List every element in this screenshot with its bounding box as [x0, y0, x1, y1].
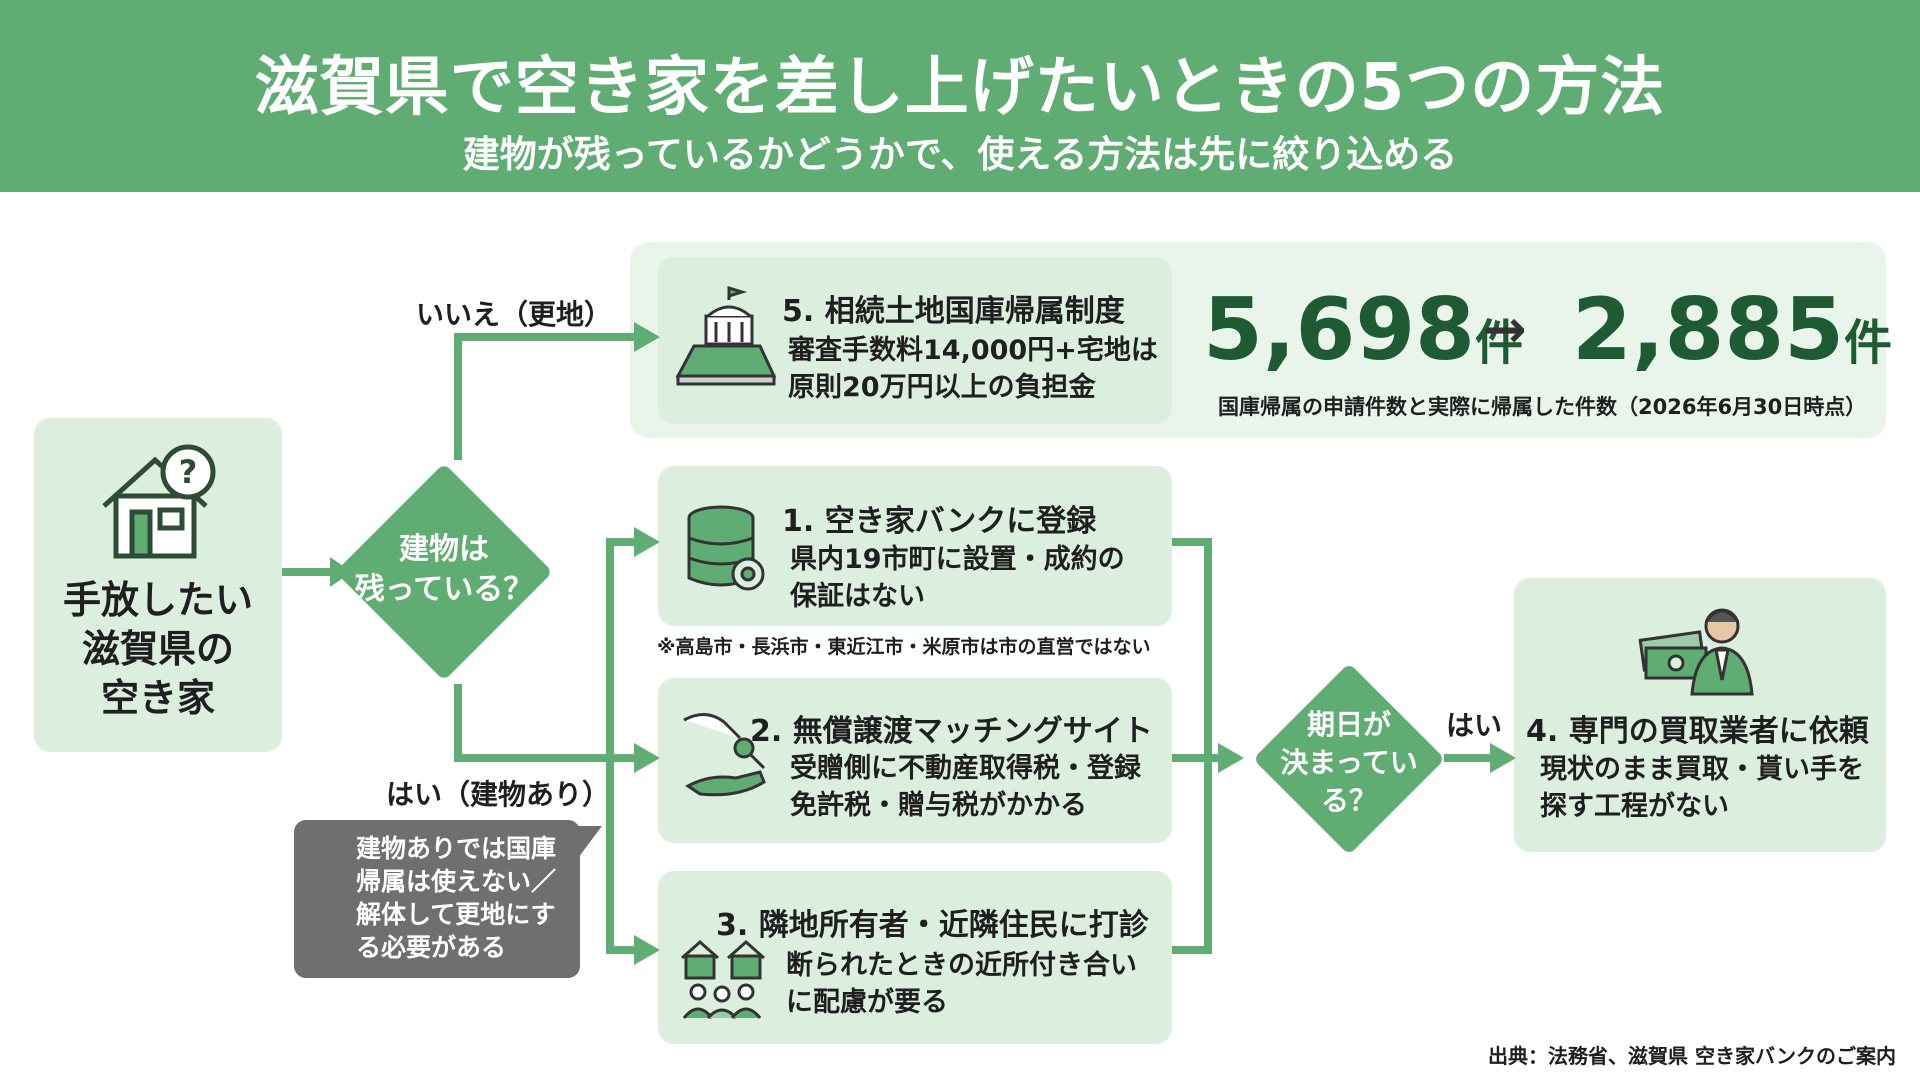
yes-branch-label: はい（建物あり） — [386, 778, 611, 811]
question-mark-glyph: ? — [179, 453, 198, 491]
method-1-title: 1. 空き家バンクに登録 — [782, 504, 1097, 539]
method-4-box — [1514, 578, 1886, 852]
government-land-icon — [675, 285, 777, 386]
start-label: 手放したい 滋賀県の 空き家 — [62, 578, 253, 720]
source-citation: 出典：法務省、滋賀県 空き家バンクのご案内 — [1488, 1044, 1896, 1068]
page-subtitle: 建物が残っているかどうかで、使える方法は先に絞り込める — [462, 133, 1458, 176]
start-box: 手放したい 滋賀県の 空き家 — [34, 418, 282, 752]
callout-text: 建物ありでは国庫 帰属は使えない／ 解体して更地にす る必要がある — [356, 834, 557, 962]
arrowhead — [634, 322, 660, 352]
no-branch-label: いいえ（更地） — [416, 298, 613, 331]
stat-approved-unit: 件 — [1844, 315, 1893, 371]
stat-applications: 5,698件 — [1203, 280, 1523, 380]
arrowhead — [634, 527, 660, 557]
stat-applications-value: 5,698 — [1203, 280, 1476, 380]
branch-to-method-1-line — [606, 538, 640, 758]
header-banner: 滋賀県で空き家を差し上げたいときの5つの方法 建物が残っているかどうかで、使える… — [0, 0, 1920, 192]
stat-arrow: → — [1483, 300, 1527, 360]
stat-applications-unit: 件 — [1475, 315, 1524, 371]
handshake-key-icon — [683, 713, 766, 797]
decision-deadline-text: 期日が 決まってい る？ — [1280, 708, 1418, 817]
warning-callout: 建物ありでは国庫 帰属は使えない／ 解体して更地にす る必要がある — [294, 820, 580, 978]
house-question-icon — [102, 444, 216, 559]
branch-to-method-3-line — [606, 758, 640, 954]
businessman-money-icon — [1638, 608, 1754, 696]
yes-branch-line — [454, 684, 640, 762]
neighbors-icon — [681, 939, 765, 1020]
method-5-title: 5. 相続土地国庫帰属制度 — [782, 294, 1125, 329]
decision-building-text: 建物は 残っている？ — [354, 532, 534, 607]
method-3-title: 3. 隣地所有者・近隣住民に打診 — [716, 908, 1149, 943]
method-4-desc: 現状のまま買取・貰い手を 探す工程がない — [1540, 754, 1864, 822]
database-gear-icon — [687, 505, 765, 591]
method-4-title: 4. 専門の買取業者に依頼 — [1526, 714, 1869, 749]
akiya-bank-note: ※高島市・長浜市・東近江市・米原市は市の直営ではない — [657, 636, 1151, 658]
method-2-title: 2. 無償譲渡マッチングサイト — [750, 714, 1153, 749]
method-2-desc: 受贈側に不動産取得税・登録 免許税・贈与税がかかる — [790, 753, 1141, 821]
arrowhead — [1490, 743, 1516, 773]
stat-approved: 2,885件 — [1572, 280, 1892, 380]
methods-merge-line — [1172, 538, 1212, 954]
method-1-desc: 県内19市町に設置・成約の 保証はない — [790, 544, 1125, 612]
arrowhead — [1218, 743, 1244, 773]
page-title: 滋賀県で空き家を差し上げたいときの5つの方法 — [254, 51, 1666, 125]
arrowhead — [634, 743, 660, 773]
arrowhead — [634, 935, 660, 965]
method-5-desc: 審査手数料14,000円+宅地は 原則20万円以上の負担金 — [788, 335, 1158, 403]
no-branch-line — [454, 333, 640, 460]
deadline-yes-label: はい — [1446, 709, 1503, 742]
stat-caption: 国庫帰属の申請件数と実際に帰属した件数（2026年6月30日時点） — [1218, 395, 1867, 419]
stat-approved-value: 2,885 — [1572, 280, 1845, 380]
method-3-desc: 断られたときの近所付き合い に配慮が要る — [786, 950, 1137, 1018]
method-2-box — [658, 678, 1172, 843]
